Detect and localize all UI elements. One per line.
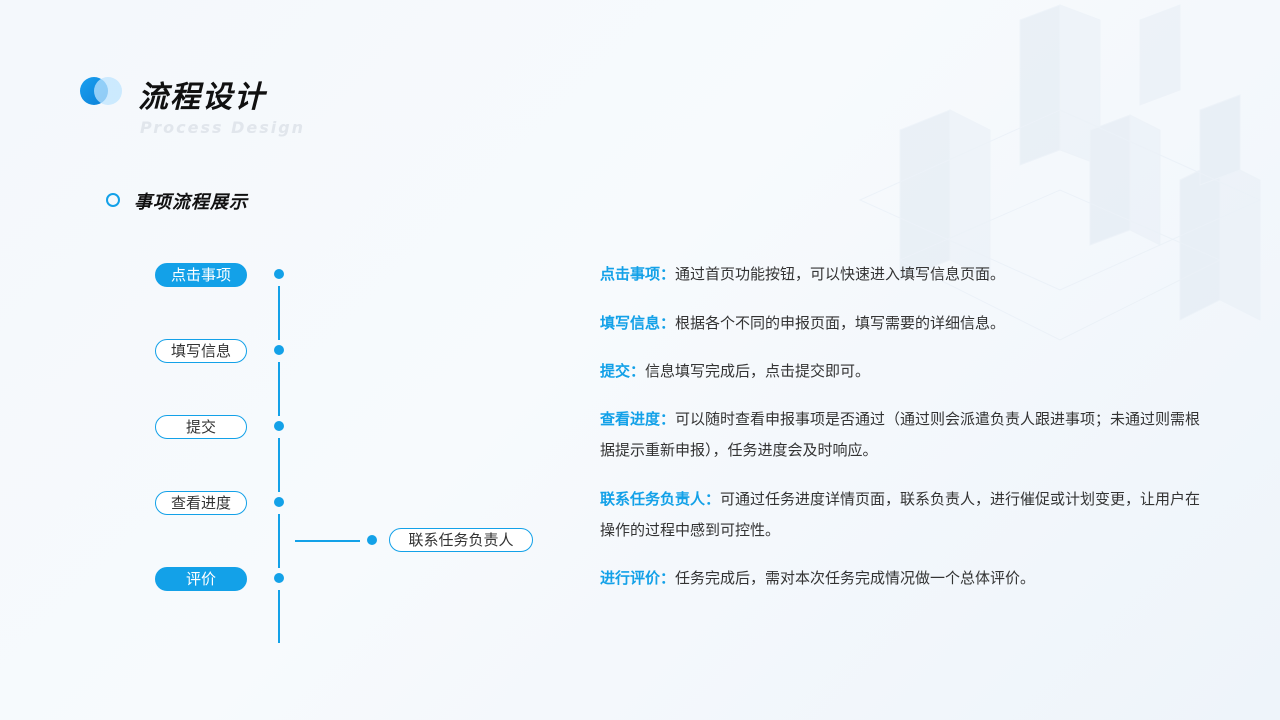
branch-pill: 联系任务负责人: [389, 528, 533, 552]
description-key: 点击事项：: [600, 265, 676, 283]
flow-node: [274, 421, 284, 431]
branch-node: [367, 535, 377, 545]
description-key: 联系任务负责人：: [600, 490, 721, 508]
logo-mark-icon: [80, 77, 122, 105]
description-text: 可以随时查看申报事项是否通过（通过则会派遣负责人跟进事项；未通过则需根据提示重新…: [600, 410, 1201, 459]
description-text: 可通过任务进度详情页面，联系负责人，进行催促或计划变更，让用户在操作的过程中感到…: [600, 490, 1201, 539]
description-item: 点击事项：通过首页功能按钮，可以快速进入填写信息页面。: [600, 259, 1210, 290]
flow-connector: [278, 286, 280, 340]
step-pill: 评价: [155, 567, 247, 591]
step-pill: 点击事项: [155, 263, 247, 287]
description-key: 进行评价：: [600, 569, 676, 587]
description-key: 提交：: [600, 362, 646, 380]
description-item: 填写信息：根据各个不同的申报页面，填写需要的详细信息。: [600, 308, 1210, 339]
description-item: 提交：信息填写完成后，点击提交即可。: [600, 356, 1210, 387]
step-pill: 提交: [155, 415, 247, 439]
description-text: 任务完成后，需对本次任务完成情况做一个总体评价。: [675, 569, 1036, 587]
step-pill: 填写信息: [155, 339, 247, 363]
flow-node: [274, 269, 284, 279]
page-subtitle: Process Design: [140, 118, 306, 137]
description-key: 查看进度：: [600, 410, 676, 428]
flow-node: [274, 497, 284, 507]
branch-connector: [295, 540, 360, 542]
description-text: 信息填写完成后，点击提交即可。: [645, 362, 871, 380]
description-item: 查看进度：可以随时查看申报事项是否通过（通过则会派遣负责人跟进事项；未通过则需根…: [600, 404, 1210, 466]
flow-node: [274, 345, 284, 355]
description-item: 进行评价：任务完成后，需对本次任务完成情况做一个总体评价。: [600, 563, 1210, 594]
city-illustration: [858, 4, 1262, 341]
description-item: 联系任务负责人：可通过任务进度详情页面，联系负责人，进行催促或计划变更，让用户在…: [600, 484, 1210, 546]
description-text: 通过首页功能按钮，可以快速进入填写信息页面。: [675, 265, 1006, 283]
flow-connector: [278, 514, 280, 568]
description-text: 根据各个不同的申报页面，填写需要的详细信息。: [675, 314, 1006, 332]
description-key: 填写信息：: [600, 314, 676, 332]
step-pill: 查看进度: [155, 491, 247, 515]
flow-connector: [278, 438, 280, 492]
flow-connector: [278, 362, 280, 416]
page-title: 流程设计: [138, 80, 266, 115]
flow-connector: [278, 590, 280, 643]
section-bullet-icon: [106, 193, 120, 207]
section-title: 事项流程展示: [134, 192, 248, 213]
flow-node: [274, 573, 284, 583]
